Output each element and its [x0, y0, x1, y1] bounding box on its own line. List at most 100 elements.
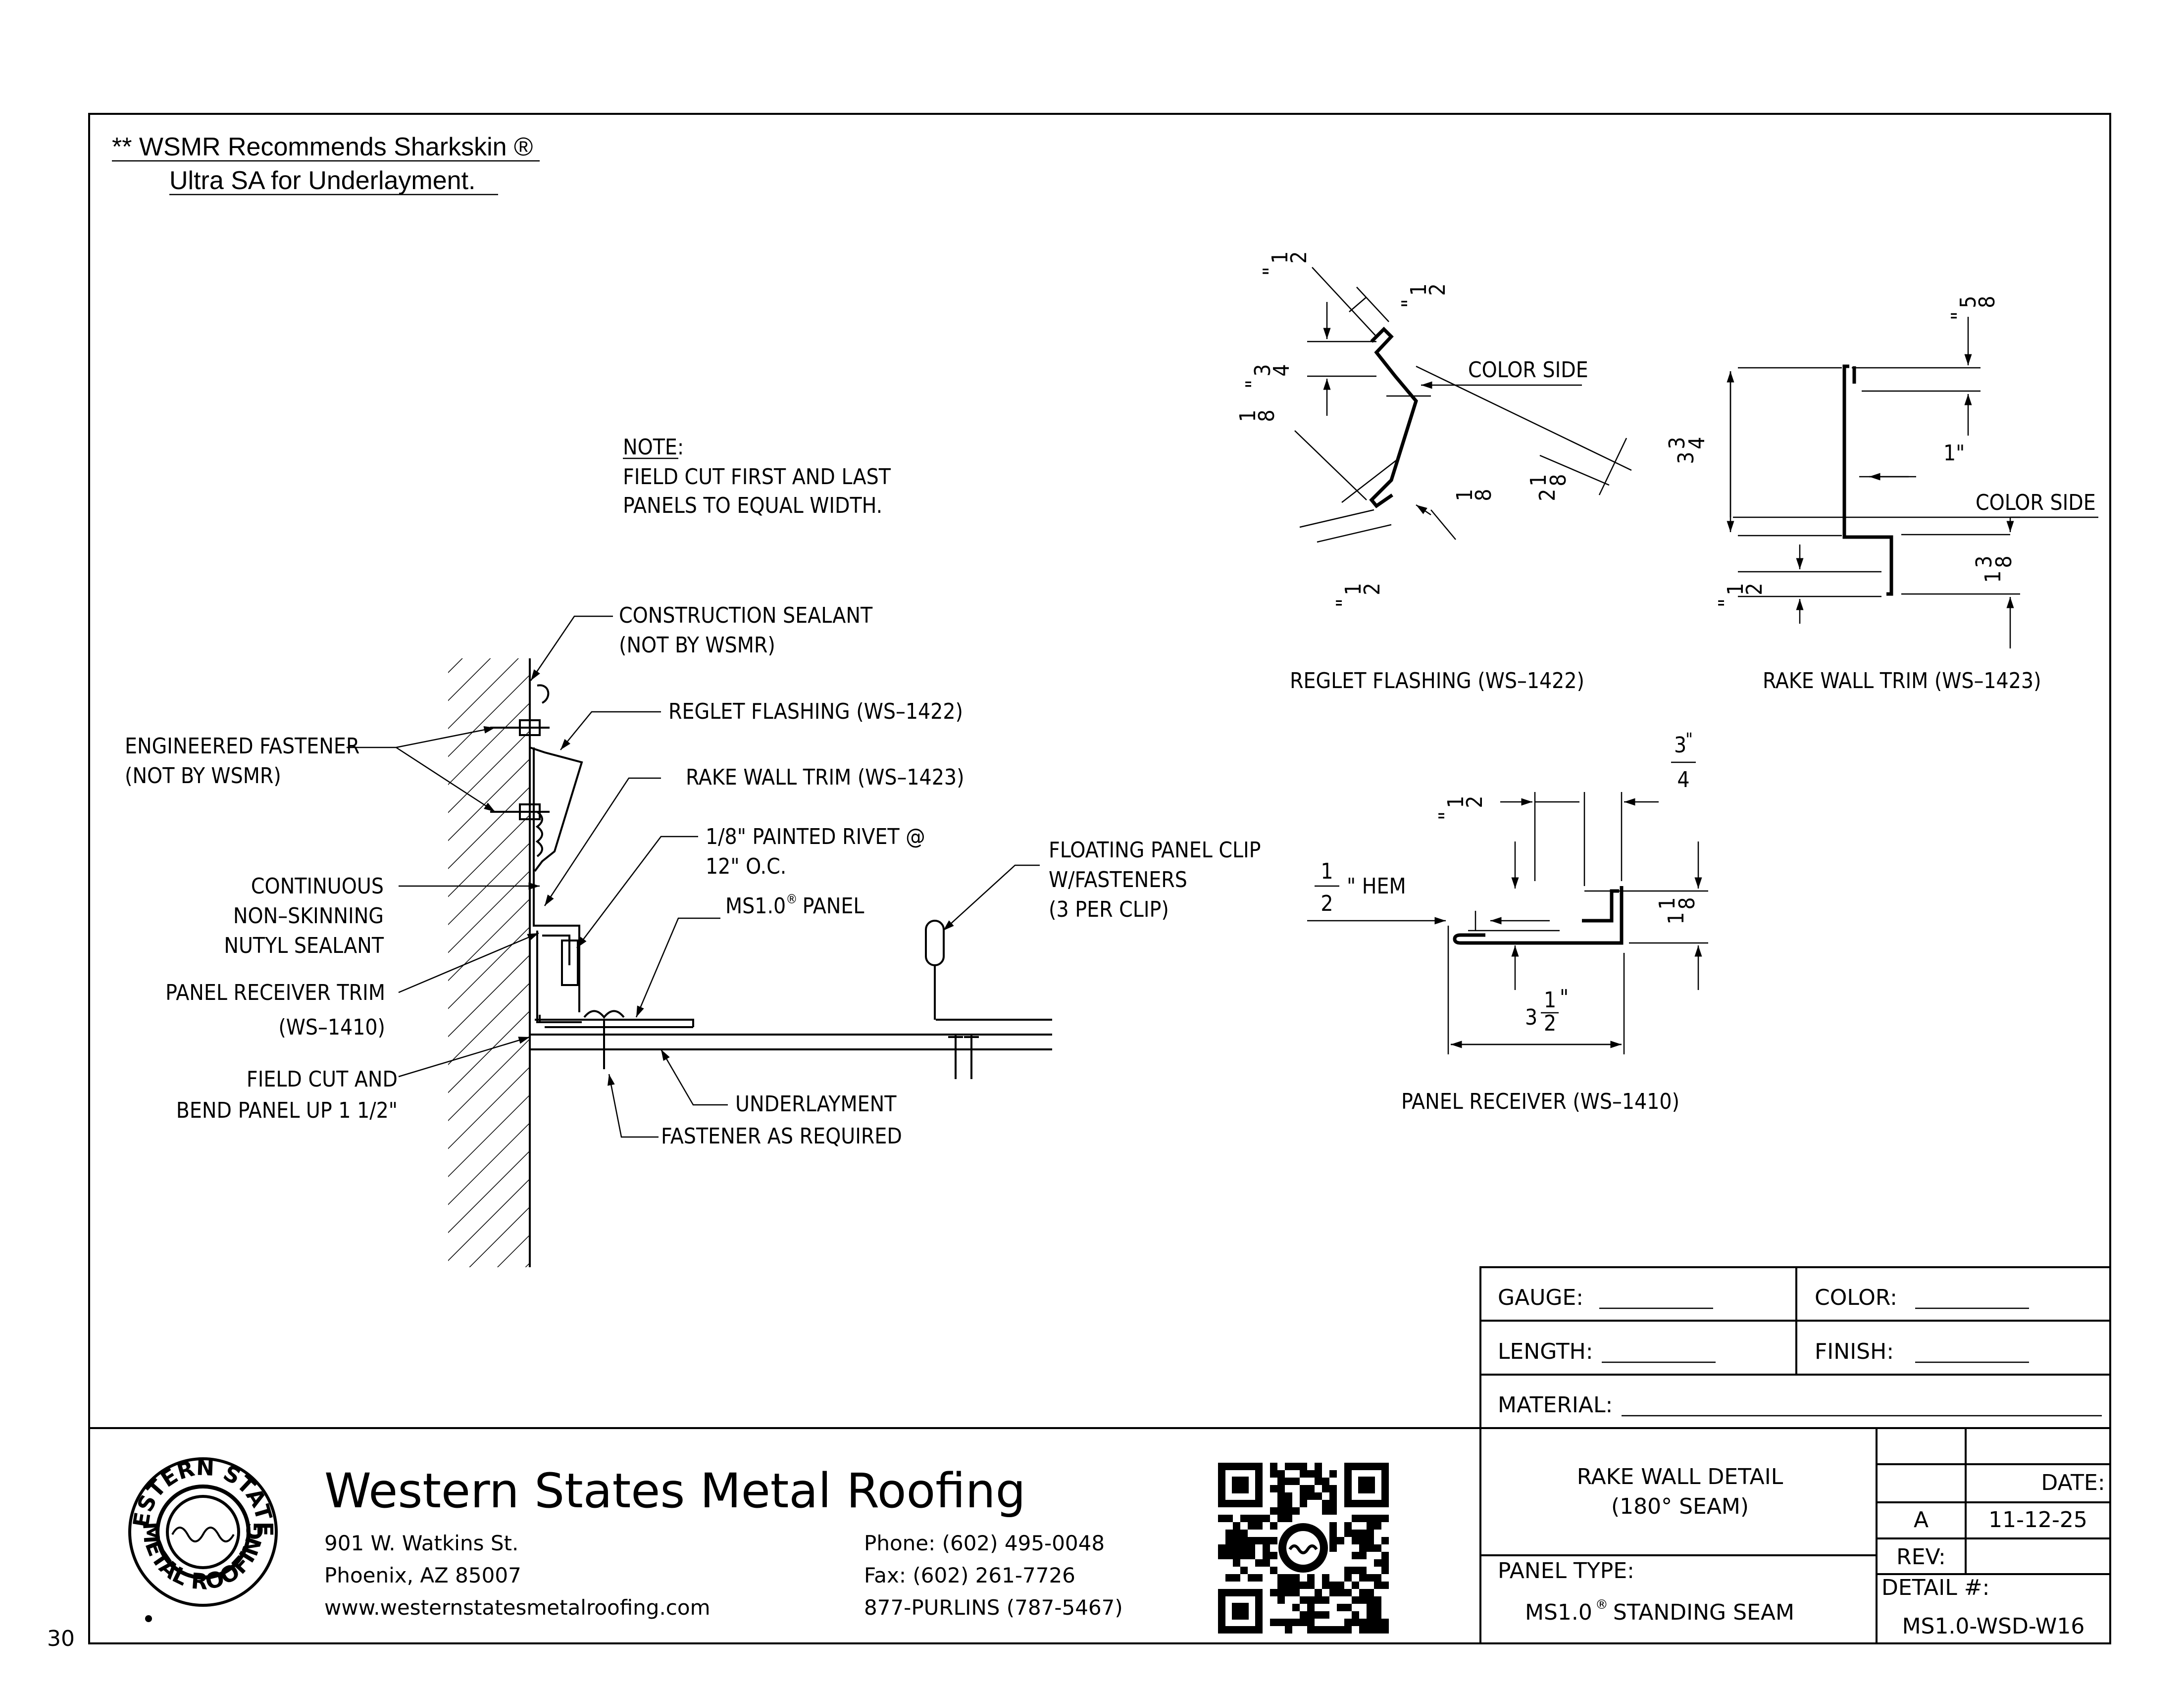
- sheet-border: [88, 113, 2111, 1644]
- callout-rivet-2: 12" O.C.: [706, 854, 786, 879]
- company-address-1: 901 W. Watkins St.: [324, 1531, 518, 1555]
- svg-text:4: 4: [1677, 767, 1689, 792]
- detail-no-label: DETAIL #:: [1881, 1575, 1989, 1600]
- wall-hatch: [448, 658, 530, 1267]
- detail-no-value: MS1.0-WSD-W16: [1902, 1614, 2085, 1639]
- callout-floating-clip-3: (3 PER CLIP): [1049, 897, 1169, 922]
- company-logo: WESTERN STATES METAL ROOFING: [0, 0, 278, 1622]
- svg-text:118: 118: [1655, 897, 1700, 924]
- note-line1: FIELD CUT FIRST AND LAST: [623, 464, 891, 490]
- company-website[interactable]: www.westernstatesmetalroofing.com: [324, 1595, 711, 1620]
- callout-panel-receiver-trim-1: PANEL RECEIVER TRIM: [165, 980, 385, 1005]
- svg-text:": ": [1560, 985, 1569, 1010]
- rake-color-side: COLOR SIDE: [1976, 490, 2096, 515]
- reglet-flashing-detail: [1294, 267, 1632, 543]
- svg-text:18: 18: [1235, 409, 1279, 422]
- rake-wall-trim-title: RAKE WALL TRIM (WS–1423): [1763, 668, 2041, 693]
- callout-rake-wall-trim: RAKE WALL TRIM (WS–1423): [686, 765, 965, 790]
- panel-receiver-detail: [1307, 792, 1708, 1054]
- length-label: LENGTH:: [1498, 1339, 1593, 1364]
- callout-ms-panel: MS1.0®PANEL: [725, 892, 864, 919]
- finish-label: FINISH:: [1815, 1339, 1894, 1364]
- svg-text:1"2: 1"2: [1397, 283, 1450, 308]
- rake-one-inch: 1": [1943, 441, 1965, 466]
- note-line2: PANELS TO EQUAL WIDTH.: [623, 493, 882, 518]
- callout-floating-clip-1: FLOATING PANEL CLIP: [1049, 838, 1261, 863]
- company-address-2: Phoenix, AZ 85007: [324, 1563, 521, 1587]
- svg-text:1"2: 1"2: [1434, 795, 1487, 820]
- field-cut-note: NOTE: FIELD CUT FIRST AND LAST PANELS TO…: [623, 435, 891, 518]
- qr-code[interactable]: [1218, 1463, 1389, 1634]
- callout-field-cut-2: BEND PANEL UP 1 1/2": [176, 1098, 398, 1123]
- panel-receiver-title: PANEL RECEIVER (WS–1410): [1401, 1089, 1679, 1114]
- sharkskin-note-line1: ** WSMR Recommends Sharkskin ®: [112, 133, 533, 161]
- reglet-flashing-title: REGLET FLASHING (WS–1422): [1290, 668, 1584, 693]
- svg-text:2: 2: [1321, 891, 1333, 916]
- svg-text:1"2: 1"2: [1332, 583, 1385, 607]
- callout-continuous-3: NUTYL SEALANT: [224, 933, 384, 958]
- detail-title-1: RAKE WALL DETAIL: [1577, 1464, 1783, 1489]
- rev-letter: A: [1914, 1507, 1929, 1533]
- svg-text:1: 1: [1544, 988, 1556, 1013]
- svg-text:2: 2: [1544, 1011, 1556, 1036]
- reglet-color-side: COLOR SIDE: [1468, 357, 1588, 383]
- spec-boxes: GAUGE: COLOR: LENGTH: FINISH: MATERIAL:: [1479, 1266, 2111, 1429]
- page-number: 30: [47, 1626, 75, 1651]
- sharkskin-note: ** WSMR Recommends Sharkskin ® Ultra SA …: [112, 133, 540, 196]
- svg-text:1"2: 1"2: [1259, 251, 1312, 276]
- panel-fastener: [583, 1010, 625, 1069]
- receiver-hem-label: " HEM: [1347, 874, 1406, 899]
- rev-label: REV:: [1896, 1544, 1946, 1570]
- detail-title-2: (180° SEAM): [1611, 1494, 1749, 1519]
- section-leaders: [347, 615, 1040, 1138]
- color-label: COLOR:: [1815, 1285, 1897, 1310]
- rake-wall-trim-detail: [1727, 317, 2098, 648]
- deck-screws: [948, 1035, 979, 1079]
- wall-fastener-upper: [490, 719, 550, 736]
- svg-text:5"8: 5"8: [1947, 296, 2000, 320]
- company-phone: Phone: (602) 495-0048: [864, 1531, 1105, 1555]
- callout-engineered-fastener-2: (NOT BY WSMR): [125, 763, 281, 789]
- callout-continuous-2: NON–SKINNING: [233, 903, 384, 929]
- callout-engineered-fastener-1: ENGINEERED FASTENER: [125, 734, 359, 759]
- callout-underlayment: UNDERLAYMENT: [735, 1091, 897, 1117]
- callout-reglet-flashing: REGLET FLASHING (WS–1422): [668, 699, 963, 724]
- note-title: NOTE:: [623, 435, 684, 460]
- svg-text:18: 18: [1452, 489, 1496, 501]
- company-fax: Fax: (602) 261-7726: [864, 1563, 1075, 1587]
- svg-text:1"2: 1"2: [1714, 583, 1767, 607]
- material-label: MATERIAL:: [1498, 1392, 1613, 1418]
- rake-wall-section: [448, 658, 1052, 1267]
- reglet-dimensions: 1"2 1"2 3"4 18 18 218 1"2 COLOR SIDE: [1235, 251, 1588, 607]
- company-purlins: 877-PURLINS (787-5467): [864, 1595, 1123, 1620]
- date-value: 11-12-25: [1988, 1507, 2087, 1533]
- callout-construction-sealant-1: CONSTRUCTION SEALANT: [619, 603, 873, 628]
- company-name: Western States Metal Roofing: [324, 1463, 1026, 1519]
- callout-floating-clip-2: W/FASTENERS: [1049, 867, 1187, 892]
- callout-panel-receiver-trim-2: (WS–1410): [278, 1015, 385, 1040]
- svg-text:3": 3": [1674, 730, 1693, 758]
- callout-fastener-required: FASTENER AS REQUIRED: [661, 1124, 902, 1149]
- svg-text:3"4: 3"4: [1241, 364, 1294, 389]
- rake-dimensions: 5"8 334 1" COLOR SIDE 138 1"2: [1665, 296, 2096, 607]
- date-label: DATE:: [2041, 1470, 2105, 1495]
- panel-type-label: PANEL TYPE:: [1498, 1558, 1634, 1584]
- gauge-label: GAUGE:: [1498, 1285, 1583, 1310]
- callout-rivet-1: 1/8" PAINTED RIVET @: [706, 824, 925, 849]
- floating-panel-clip: [925, 920, 945, 966]
- svg-text:218: 218: [1526, 474, 1571, 501]
- titleblock-right: RAKE WALL DETAIL (180° SEAM) DATE: A 11-…: [1479, 1428, 2110, 1643]
- callout-construction-sealant-2: (NOT BY WSMR): [619, 633, 775, 658]
- svg-text:138: 138: [1972, 555, 2017, 583]
- panel-type-value: MS1.0®STANDING SEAM: [1525, 1597, 1794, 1625]
- svg-text:334: 334: [1665, 437, 1710, 464]
- wall-fastener-lower: [490, 803, 550, 820]
- svg-text:1: 1: [1321, 859, 1333, 884]
- callout-continuous-1: CONTINUOUS: [251, 874, 384, 899]
- callout-field-cut-1: FIELD CUT AND: [247, 1067, 398, 1092]
- svg-text:3: 3: [1525, 1005, 1537, 1030]
- section-callouts: CONSTRUCTION SEALANT (NOT BY WSMR) REGLE…: [125, 603, 1261, 1149]
- receiver-dimensions: 3" 4 1"2 118 1 2 " HEM 3 1 2 ": [1315, 730, 1700, 1036]
- sharkskin-note-line2: Ultra SA for Underlayment.: [169, 166, 475, 195]
